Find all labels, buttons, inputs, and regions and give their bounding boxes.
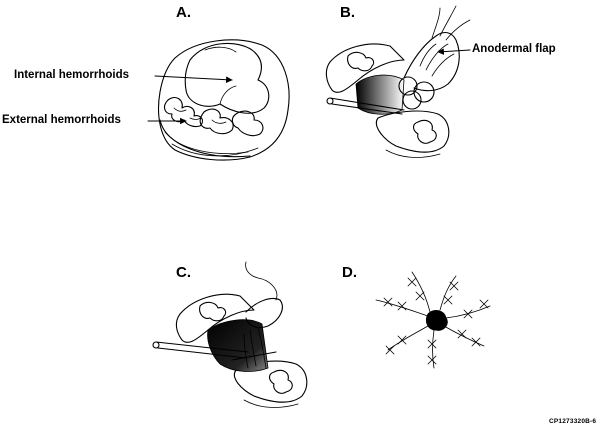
external-hemorrhoids-label: External hemorrhoids	[2, 114, 121, 126]
panel-d-drawing	[375, 271, 491, 369]
panel-a-drawing	[147, 39, 290, 161]
panel-b-letter: B.	[340, 4, 355, 21]
panel-c-letter: C.	[176, 264, 191, 281]
panel-d-letter: D.	[342, 264, 357, 281]
panel-a-letter: A.	[176, 4, 191, 21]
anodermal-flap-label: Anodermal flap	[472, 43, 556, 55]
figure-id: CP1273320B-6	[549, 418, 597, 425]
panel-b-drawing	[325, 5, 471, 158]
internal-hemorrhoids-label: Internal hemorrhoids	[14, 69, 130, 81]
panel-c-drawing	[152, 261, 308, 408]
